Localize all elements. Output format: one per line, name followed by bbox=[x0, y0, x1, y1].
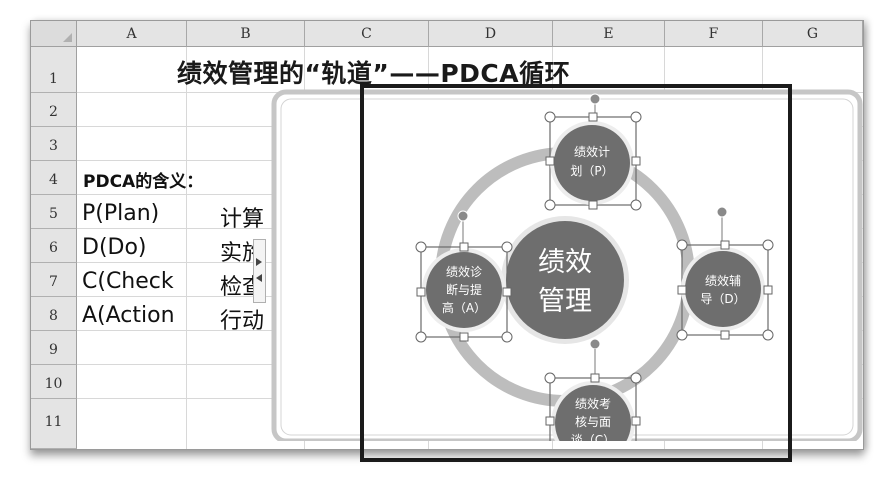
node-act-line2: 断与提 bbox=[446, 282, 482, 297]
node-circle[interactable] bbox=[685, 251, 761, 327]
resize-handle[interactable] bbox=[545, 156, 555, 166]
pdca-meaning-label[interactable]: PDCA的含义： bbox=[83, 172, 204, 192]
select-all-corner[interactable] bbox=[31, 21, 77, 47]
resize-handle[interactable] bbox=[676, 329, 688, 341]
row-header-10[interactable]: 10 bbox=[31, 365, 77, 399]
resize-handle[interactable] bbox=[676, 239, 688, 251]
collapse-left-icon bbox=[256, 274, 262, 282]
resize-handle[interactable] bbox=[762, 329, 774, 341]
resize-handle[interactable] bbox=[545, 416, 555, 426]
column-header-e[interactable]: E bbox=[553, 21, 665, 47]
column-header-f[interactable]: F bbox=[665, 21, 763, 47]
center-label-line2: 管理 bbox=[538, 286, 592, 317]
node-plan-line1: 绩效计 bbox=[574, 144, 610, 159]
center-label-line1: 绩效 bbox=[538, 247, 592, 278]
node-check-line3: 谈（C） bbox=[571, 433, 615, 441]
resize-handle[interactable] bbox=[544, 372, 556, 384]
row-header-7[interactable]: 7 bbox=[31, 263, 77, 297]
cell-a8[interactable]: A(Action bbox=[82, 303, 175, 328]
node-act-line1: 绩效诊 bbox=[446, 264, 482, 279]
row-header-8[interactable]: 8 bbox=[31, 297, 77, 331]
node-check-line2: 核与面 bbox=[575, 415, 611, 429]
resize-handle[interactable] bbox=[590, 373, 600, 383]
column-header-d[interactable]: D bbox=[429, 21, 553, 47]
node-plan-line2: 划（P） bbox=[570, 164, 613, 178]
center-node[interactable] bbox=[506, 221, 624, 339]
expand-right-icon bbox=[256, 258, 262, 266]
resize-handle[interactable] bbox=[415, 241, 427, 253]
resize-handle[interactable] bbox=[630, 111, 642, 123]
row-header-9[interactable]: 9 bbox=[31, 331, 77, 365]
resize-handle[interactable] bbox=[544, 199, 556, 211]
node-act-line3: 高（A） bbox=[442, 300, 486, 315]
smartart-graphic[interactable]: 绩效 管理 绩效计 划（P） bbox=[271, 89, 863, 441]
node-do[interactable]: 绩效辅 导（D） bbox=[676, 206, 774, 341]
row-header-4[interactable]: 4 bbox=[31, 161, 77, 195]
column-header-c[interactable]: C bbox=[305, 21, 429, 47]
node-circle[interactable] bbox=[555, 385, 631, 441]
resize-handle[interactable] bbox=[677, 285, 687, 295]
cell-a7[interactable]: C(Check bbox=[82, 269, 174, 294]
spreadsheet-window: A B C D E F G 1 2 3 4 5 6 7 8 9 10 11 bbox=[30, 20, 864, 450]
row-header-1[interactable]: 1 bbox=[31, 47, 77, 93]
cell-b8[interactable]: 行动 bbox=[220, 309, 265, 334]
resize-handle[interactable] bbox=[762, 239, 774, 251]
resize-handle[interactable] bbox=[544, 111, 556, 123]
column-header-a[interactable]: A bbox=[77, 21, 187, 47]
resize-handle[interactable] bbox=[720, 240, 730, 250]
resize-handle[interactable] bbox=[501, 331, 513, 343]
cell-a5[interactable]: P(Plan) bbox=[82, 201, 160, 226]
node-circle[interactable] bbox=[554, 125, 630, 201]
sheet-title[interactable]: 绩效管理的“轨道”——PDCA循环 bbox=[177, 59, 571, 88]
select-all-icon bbox=[63, 33, 72, 42]
cell-a6[interactable]: D(Do) bbox=[82, 235, 147, 260]
node-check-line1: 绩效考 bbox=[575, 396, 611, 411]
column-header-b[interactable]: B bbox=[187, 21, 305, 47]
resize-handle[interactable] bbox=[459, 332, 469, 342]
resize-handle[interactable] bbox=[502, 287, 512, 297]
node-act[interactable]: 绩效诊 断与提 高（A） bbox=[415, 210, 513, 343]
row-header-6[interactable]: 6 bbox=[31, 229, 77, 263]
column-header-g[interactable]: G bbox=[763, 21, 863, 47]
text-pane-toggle[interactable] bbox=[253, 239, 266, 303]
resize-handle[interactable] bbox=[630, 199, 642, 211]
row-header-3[interactable]: 3 bbox=[31, 127, 77, 161]
node-do-line2: 导（D） bbox=[700, 292, 745, 306]
resize-handle[interactable] bbox=[416, 287, 426, 297]
resize-handle[interactable] bbox=[588, 112, 598, 122]
resize-handle[interactable] bbox=[588, 200, 598, 210]
resize-handle[interactable] bbox=[501, 241, 513, 253]
row-header-2[interactable]: 2 bbox=[31, 93, 77, 127]
rotate-handle[interactable] bbox=[589, 93, 601, 105]
node-plan[interactable]: 绩效计 划（P） bbox=[544, 93, 642, 211]
cell-b5[interactable]: 计算 bbox=[220, 207, 265, 232]
node-circle[interactable] bbox=[426, 252, 502, 328]
resize-handle[interactable] bbox=[415, 331, 427, 343]
resize-handle[interactable] bbox=[720, 330, 730, 340]
node-check[interactable]: 绩效考 核与面 谈（C） bbox=[544, 349, 642, 441]
resize-handle[interactable] bbox=[631, 156, 641, 166]
rotate-handle[interactable] bbox=[716, 206, 728, 218]
resize-handle[interactable] bbox=[459, 242, 469, 252]
rotate-handle[interactable] bbox=[457, 210, 469, 222]
resize-handle[interactable] bbox=[763, 285, 773, 295]
row-header-5[interactable]: 5 bbox=[31, 195, 77, 229]
row-header-11[interactable]: 11 bbox=[31, 399, 77, 449]
gridline bbox=[186, 47, 187, 449]
highlight-frame bbox=[360, 84, 792, 462]
resize-handle[interactable] bbox=[630, 372, 642, 384]
resize-handle[interactable] bbox=[631, 416, 641, 426]
node-do-line1: 绩效辅 bbox=[705, 273, 741, 288]
